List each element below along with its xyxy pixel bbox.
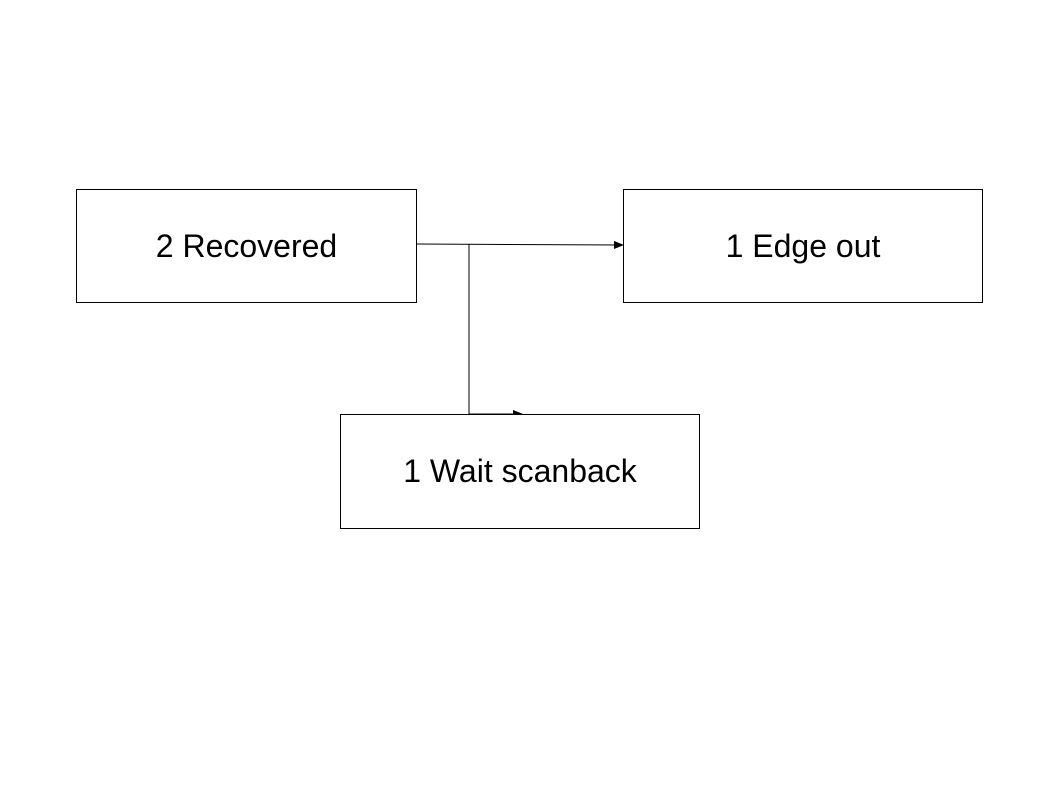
node-recovered: 2 Recovered <box>76 189 417 303</box>
edge-recovered-to-wait-scanback <box>468 244 523 418</box>
node-recovered-label: 2 Recovered <box>155 227 338 264</box>
edge-recovered-to-edge-out <box>416 240 624 249</box>
node-edge-out-label: 1 Edge out <box>725 227 881 264</box>
node-wait-scanback: 1 Wait scanback <box>340 414 700 529</box>
node-edge-out: 1 Edge out <box>623 189 983 303</box>
node-wait-scanback-label: 1 Wait scanback <box>403 453 637 489</box>
